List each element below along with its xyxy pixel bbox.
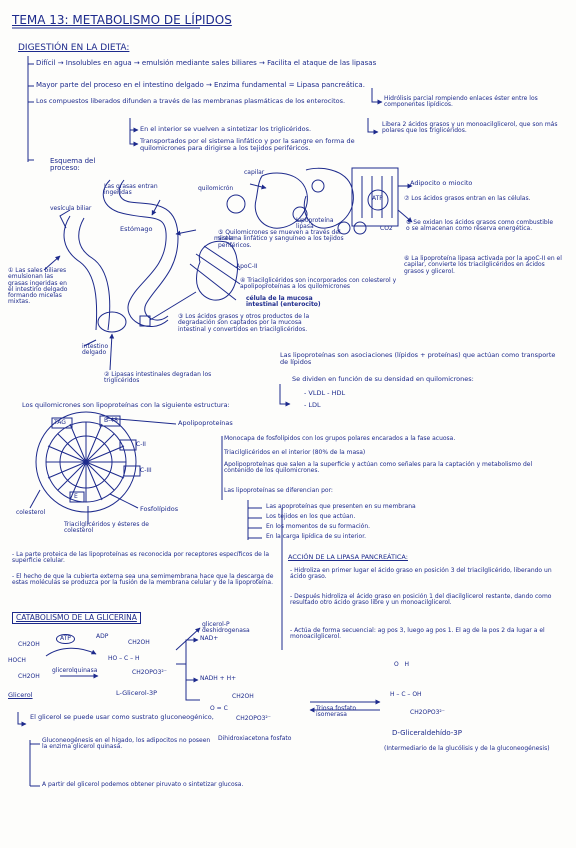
digestion-heading: DIGESTIÓN EN LA DIETA: bbox=[18, 43, 130, 53]
step-3-text: ③ Los ácidos grasos y otros productos de… bbox=[178, 313, 310, 333]
apo-e-label: E bbox=[74, 493, 78, 500]
structure-point-3: Apolipoproteínas que salen a la superfic… bbox=[224, 461, 533, 475]
lipo-density-arrow bbox=[279, 384, 291, 407]
differ-bracket bbox=[247, 500, 262, 540]
apo-c2-label: C-II bbox=[136, 441, 146, 448]
transporte-arrow bbox=[129, 130, 139, 147]
lipase-action-heading: ACCIÓN DE LA LIPASA PANCREÁTICA: bbox=[288, 553, 408, 561]
lpl-label: Lipoproteína lipasa bbox=[296, 217, 334, 231]
dhap-c3: CH2OPO3²⁻ bbox=[236, 715, 271, 722]
step-7-text: ⑦ Los ácidos grasos entran en las célula… bbox=[404, 195, 531, 202]
structure-point-2: Triacilglicéridos en el interior (80% de… bbox=[224, 449, 366, 456]
step-8-text: ⑧ Se oxidan los ácidos grasos como combu… bbox=[406, 219, 554, 233]
dhap-label: Dihidroxiacetona fosfato bbox=[218, 735, 292, 742]
lipoproteins-density: Se dividen en función de su densidad en … bbox=[292, 375, 474, 383]
phospholipids-label: Fosfolípidos bbox=[140, 505, 179, 513]
micelle-label: micela bbox=[214, 235, 234, 242]
digestion-line-3: Los compuestos liberados difunden a trav… bbox=[36, 97, 346, 105]
digestion-releases: Libera 2 ácidos grasos y un monoacilglic… bbox=[382, 121, 558, 135]
co2-label: CO2 bbox=[380, 225, 393, 232]
g3p-c1: CH2OH bbox=[128, 639, 150, 646]
membrane-fusion-note: - El hecho de que la cubierta externa se… bbox=[12, 573, 274, 587]
glycerol-c1: CH2OH bbox=[18, 641, 40, 648]
gallbladder-label: vesícula biliar bbox=[50, 205, 92, 212]
glycerol-arrows bbox=[17, 627, 381, 787]
glycerol-catabolism-heading: CATABOLISMO DE LA GLICERINA bbox=[12, 612, 141, 624]
digestion-resynthesis: En el interior se vuelven a sintetizar l… bbox=[140, 125, 312, 133]
gap-label: D-Gliceraldehído-3P bbox=[392, 729, 462, 737]
cholesterol-label: colesterol bbox=[16, 509, 46, 516]
page-title: TEMA 13: METABOLISMO DE LÍPIDOS bbox=[12, 13, 232, 27]
adp-label: ADP bbox=[96, 633, 109, 640]
gap-aldehyde: O H bbox=[394, 661, 409, 668]
digestion-bracket bbox=[27, 56, 34, 162]
glycerol-use-1: El glicerol se puede usar como sustrato … bbox=[30, 713, 214, 721]
protein-recognition-note: - La parte proteica de las lipoproteínas… bbox=[12, 551, 270, 565]
lipase-step-3: - Actúa de forma secuencial: ag pos 3, l… bbox=[290, 627, 545, 641]
dhap-c1: CH2OH bbox=[232, 693, 254, 700]
lipoproteins-ldl: - LDL bbox=[304, 401, 321, 409]
glycerol-use-2: Gluconeogénesis en el hígado, los adipoc… bbox=[42, 737, 211, 751]
atp-label: ATP bbox=[372, 195, 383, 202]
g3p-c3: CH2OPO3²⁻ bbox=[132, 669, 167, 676]
glycerol-c3: CH2OH bbox=[18, 673, 40, 680]
process-scheme-label: Esquema del proceso: bbox=[50, 157, 96, 173]
libera-branch bbox=[367, 118, 379, 135]
apolipoproteins-label: Apolipoproteínas bbox=[178, 419, 233, 427]
lipase-step-2: - Después hidroliza el ácido graso en po… bbox=[290, 593, 552, 607]
nadh-label: NADH + H+ bbox=[200, 675, 237, 682]
glycerol-label: Glicerol bbox=[8, 691, 33, 699]
gap-note: (Intermediario de la glucólisis y de la … bbox=[384, 745, 550, 752]
enterocyte-drawing bbox=[189, 167, 413, 301]
differ-4: En la carga lipídica de su interior. bbox=[266, 533, 367, 540]
digestion-transport: Transportados por el sistema linfático y… bbox=[140, 137, 355, 152]
step-5-text: ⑤ Quilomicrones se mueven a través del s… bbox=[218, 229, 344, 249]
differ-1: Las apoproteínas que presenten en su mem… bbox=[266, 503, 416, 510]
dhap-c2: O = C bbox=[210, 705, 228, 712]
lipasa-branch bbox=[371, 88, 383, 105]
digestion-line-2: Mayor parte del proceso en el intestino … bbox=[36, 81, 365, 89]
capillary-label: capilar bbox=[244, 169, 265, 176]
g3p-c2: HO – C – H bbox=[108, 655, 140, 662]
enterocyte-label: célula de la mucosa intestinal (enteroci… bbox=[246, 295, 321, 309]
fats-ingested-label: Las grasas entran ingeridas bbox=[104, 183, 158, 197]
apoc2-label: ApoC-II bbox=[236, 263, 258, 270]
sintesis-arrow bbox=[129, 118, 139, 133]
atp-badge: ATP bbox=[56, 634, 75, 645]
differ-3: En los momentos de su formación. bbox=[266, 523, 371, 530]
apo-c3-label: C-III bbox=[140, 467, 152, 474]
lipoproteins-vldl-hdl: - VLDL - HDL bbox=[304, 389, 346, 397]
g3p-dehydrogenase-label: glicerol-P deshidrogenasa bbox=[202, 621, 250, 635]
glycerol-kinase-label: glicerolquinasa bbox=[52, 667, 98, 674]
digestive-tract-drawing bbox=[43, 179, 197, 371]
structure-point-1: Monocapa de fosfolípidos con los grupos … bbox=[224, 435, 456, 442]
glycerol-c2: HOCH bbox=[8, 657, 26, 664]
digestion-hydrolysis: Hidrólisis parcial rompiendo enlaces ést… bbox=[384, 95, 538, 109]
g3p-label: L-Glicerol-3P bbox=[116, 689, 158, 697]
lipoproteins-definition: Las lipoproteínas son asociaciones (lípi… bbox=[280, 351, 556, 366]
adipocyte-label: Adipocito o miocito bbox=[410, 179, 473, 187]
tg-esters-label: Triacilglicéridos y ésteres de colestero… bbox=[64, 521, 149, 535]
structure-point-4: Las lipoproteínas se diferencian por: bbox=[224, 487, 333, 494]
differ-2: Los tejidos en los que actúan. bbox=[266, 513, 356, 520]
chylomicron-label: quilomicrón bbox=[198, 185, 234, 192]
step-1-text: ① Las sales biliares emulsionan las gras… bbox=[8, 267, 68, 306]
chylomicron-drawing bbox=[29, 411, 177, 524]
small-intestine-label: intestino delgado bbox=[82, 343, 109, 357]
nad-label: NAD+ bbox=[200, 635, 219, 642]
apo-b48-label: B-48 bbox=[104, 417, 118, 424]
gap-c3: CH2OPO3²⁻ bbox=[410, 709, 445, 716]
chylomicron-structure-intro: Los quilomicrones son lipoproteínas con … bbox=[22, 401, 230, 409]
stomach-label: Estómago bbox=[120, 225, 153, 233]
step-2-text: ② Lipasas intestinales degradan los trig… bbox=[104, 371, 212, 385]
step-4-text: ④ Triacilglicéridos son incorporados con… bbox=[240, 277, 397, 291]
glycerol-use-3: A partir del glicerol podemos obtener pi… bbox=[42, 781, 244, 788]
lipase-step-1: - Hidroliza en primer lugar el ácido gra… bbox=[290, 567, 552, 581]
isomerase-label: Triosa fosfato isomerasa bbox=[316, 705, 357, 719]
step-6-text: ⑥ La lipoproteína lipasa activada por la… bbox=[404, 255, 562, 275]
gap-c2: H – C – OH bbox=[390, 691, 422, 698]
tag-label: TAG bbox=[54, 419, 66, 426]
digestion-line-1: Difícil → Insolubles en agua → emulsión … bbox=[36, 59, 377, 67]
